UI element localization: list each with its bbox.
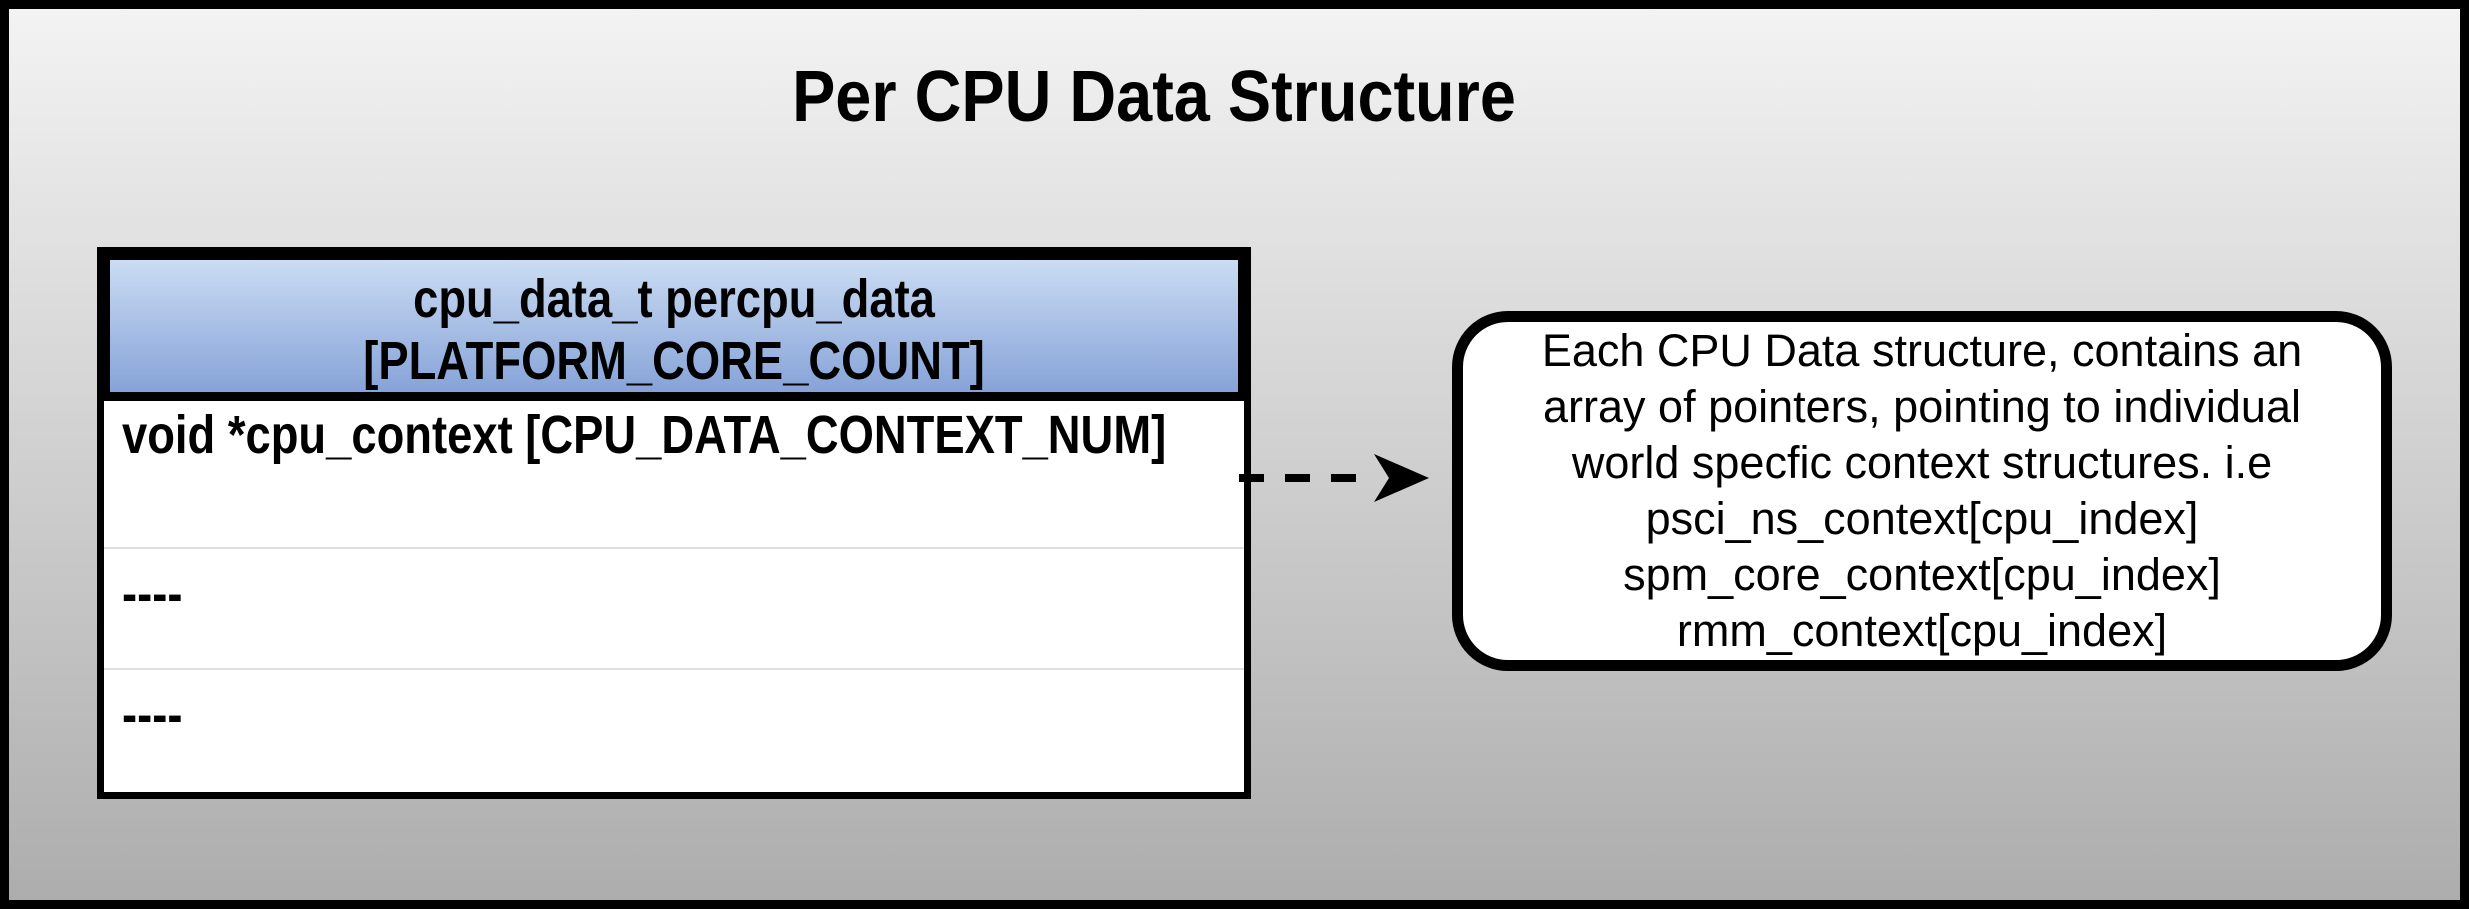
table-row-cpu-context: void *cpu_context [CPU_DATA_CONTEXT_NUM] xyxy=(104,401,1244,549)
row-label-cpu-context: void *cpu_context [CPU_DATA_CONTEXT_NUM] xyxy=(122,405,1167,465)
row-label-placeholder-2: ---- xyxy=(122,685,183,745)
table-header-line2: [PLATFORM_CORE_COUNT] xyxy=(363,331,985,391)
table-row-placeholder-1: ---- xyxy=(104,549,1244,670)
note-box: Each CPU Data structure, contains an arr… xyxy=(1452,311,2392,671)
note-line-5: spm_core_context[cpu_index] xyxy=(1623,549,2221,600)
dashed-arrow-icon xyxy=(1239,454,1429,502)
note-line-1: Each CPU Data structure, contains an xyxy=(1541,325,2303,376)
diagram-title: Per CPU Data Structure xyxy=(792,57,1516,137)
cpu-data-table: cpu_data_t percpu_data [PLATFORM_CORE_CO… xyxy=(97,247,1251,799)
table-header: cpu_data_t percpu_data [PLATFORM_CORE_CO… xyxy=(104,254,1244,401)
note-line-4: psci_ns_context[cpu_index] xyxy=(1645,493,2199,544)
row-label-placeholder-1: ---- xyxy=(122,564,183,624)
table-header-line1: cpu_data_t percpu_data xyxy=(413,269,935,329)
table-row-placeholder-2: ---- xyxy=(104,670,1244,791)
note-line-3: world specfic context structures. i.e xyxy=(1571,437,2273,488)
note-line-6: rmm_context[cpu_index] xyxy=(1676,605,2168,656)
note-line-2: array of pointers, pointing to individua… xyxy=(1543,381,2301,432)
